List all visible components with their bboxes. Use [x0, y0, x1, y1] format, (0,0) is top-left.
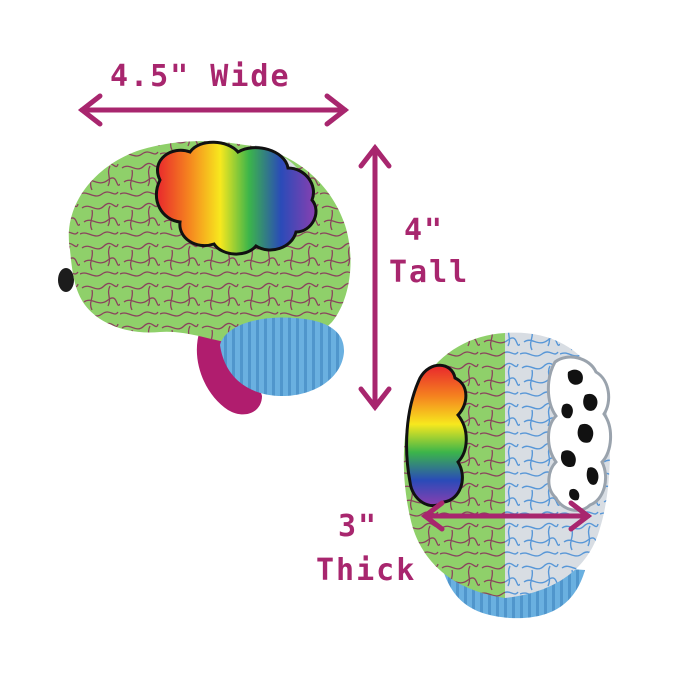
rainbow-patch-side: [154, 140, 318, 256]
cerebellum: [220, 317, 345, 397]
thick-arrow: [420, 500, 593, 532]
brain-front-view: [403, 332, 612, 619]
brainstem: [196, 330, 262, 415]
width-arrow: [77, 93, 350, 127]
thick-word-label: Thick: [316, 553, 417, 588]
rainbow-patch-front: [405, 363, 468, 508]
thick-value-label: 3": [338, 509, 379, 544]
height-value-label: 4": [404, 213, 445, 248]
height-word-label: Tall: [389, 255, 470, 290]
nub: [58, 268, 74, 292]
cow-print-patch: [546, 355, 612, 512]
width-label: 4.5" Wide: [110, 59, 291, 94]
brain-side-view: [58, 140, 351, 415]
height-arrow: [358, 143, 392, 412]
